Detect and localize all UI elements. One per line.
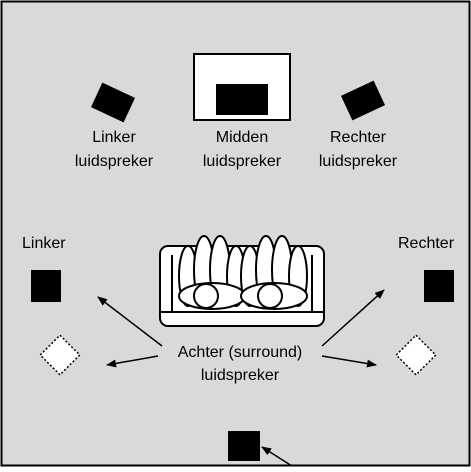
listener-right-head [257,283,283,309]
right-side-speaker [424,270,454,302]
front-left-label-line2: luidspreker [75,153,154,170]
left-rear-alt-speaker [39,334,81,376]
center-speaker [193,53,291,121]
arrow-to-left-rear-speaker [106,355,159,368]
rear-center-speaker [228,431,260,461]
right-label: Rechter [398,235,455,252]
arrow-to-right-rear-speaker [321,355,377,368]
center-speaker-box [216,84,268,115]
surround-label-line2: luidspreker [201,367,280,384]
center-label-line1: Midden [216,129,268,146]
sofa-with-listeners [159,235,325,327]
arrow-to-left-side-speaker [97,296,163,347]
arrow-to-right-side-speaker [321,289,385,347]
front-left-label-line1: Linker [92,129,136,146]
listener-left-head [193,283,219,309]
center-label-line2: luidspreker [203,153,282,170]
right-rear-alt-speaker [395,334,437,376]
front-right-label-line1: Rechter [330,129,387,146]
arrow-to-rear-center-speaker [261,446,293,467]
front-right-speaker [340,80,386,121]
surround-label-line1: Achter (surround) [178,344,303,361]
left-label: Linker [22,235,66,252]
left-side-speaker [31,270,61,302]
front-right-label-line2: luidspreker [319,153,398,170]
front-left-speaker [90,82,136,123]
